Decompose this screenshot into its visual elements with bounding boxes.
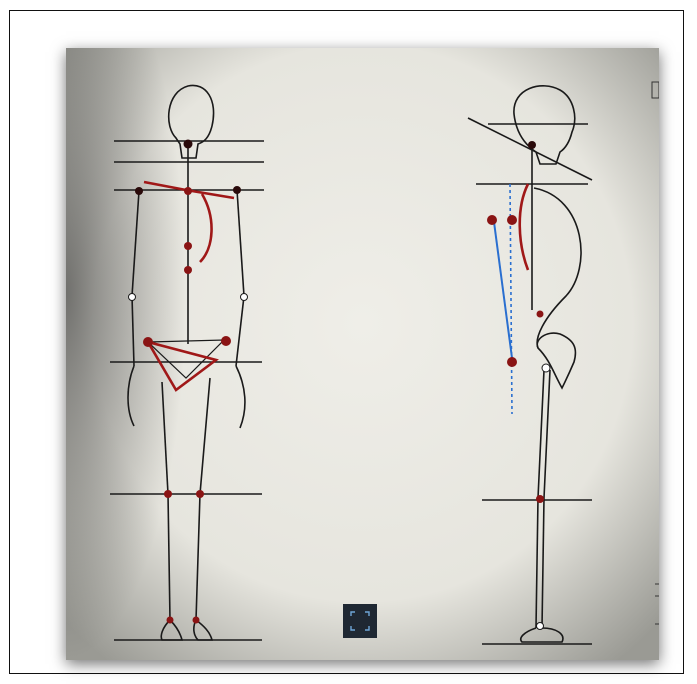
front-joint-chest [184,242,192,250]
front-joint-elbow-right [241,294,248,301]
front-joint-hip-left [143,337,153,347]
side-joint-lumbar [537,311,544,318]
front-joint-elbow-left [129,294,136,301]
posture-photo [66,48,659,660]
side-joint-ankle [537,623,544,630]
front-joint-ankle-left [167,617,174,624]
side-joint-head [528,141,536,149]
side-joint-hip [507,357,517,367]
front-joint-neck [184,140,193,149]
side-joint-shoulder-a [487,215,497,225]
front-joint-shoulder-right [233,186,241,194]
side-joint-hip-open [542,364,550,372]
posture-diagram [66,48,659,660]
front-joint-knee-right [196,490,204,498]
front-joint-waist [184,266,192,274]
side-joint-shoulder-b [507,215,517,225]
front-joint-shoulder-center [184,187,192,195]
front-joint-hip-right [221,336,231,346]
expand-button[interactable] [343,604,377,638]
vignette-shade [66,48,266,660]
front-joint-ankle-right [193,617,200,624]
front-joint-knee-left [164,490,172,498]
side-joint-knee [536,495,544,503]
front-joint-shoulder-left [135,187,143,195]
